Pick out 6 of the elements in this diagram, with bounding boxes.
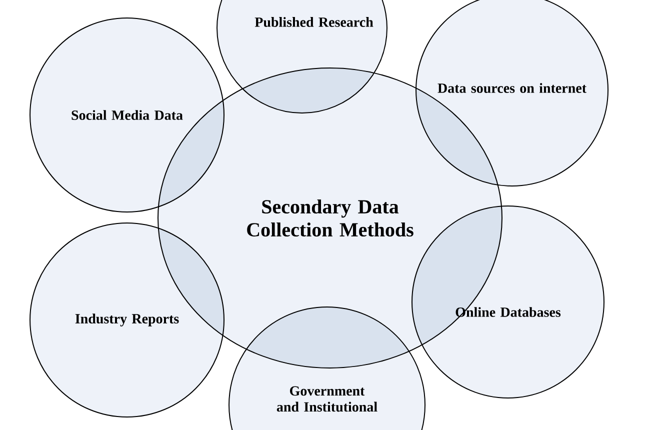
central-label: Secondary Data Collection Methods [247, 199, 414, 237]
circle-label: Government and Institutional [276, 386, 378, 412]
circle-label: Industry Reports [75, 314, 179, 326]
circle-label: Published Research [254, 17, 374, 27]
circle-label: Social Media Data [72, 110, 183, 120]
circle-label: Data sources on internet [438, 83, 586, 93]
